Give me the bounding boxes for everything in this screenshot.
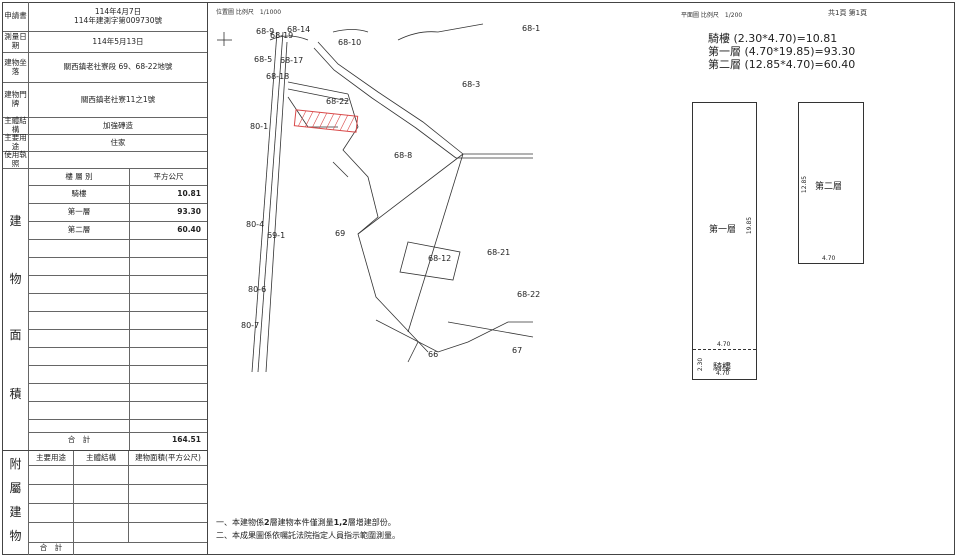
- attached-col-area: 建物面積(平方公尺): [135, 452, 201, 462]
- applicant-date: 114年4月7日: [94, 6, 142, 16]
- map-label: 68-3: [462, 80, 481, 89]
- location-label: 建物坐落: [4, 57, 27, 76]
- left-panel-divider: [207, 2, 208, 555]
- applicant-value: 114年4月7日 114年建測字第009730號: [29, 2, 207, 31]
- floor1-width-dim: 4.70: [717, 341, 731, 348]
- attached-col-use: 主要用途: [36, 452, 66, 462]
- attached-side-char-1: 附: [9, 457, 22, 472]
- applicant-number: 114年建測字第009730號: [74, 15, 162, 25]
- map-label: 66: [428, 350, 439, 359]
- attached-col-structure: 主體結構: [86, 452, 116, 462]
- note-2: 二、本成果圖係依囑託法院指定人員指示範圍測量。: [216, 531, 400, 540]
- map-label: 68-10: [338, 38, 362, 47]
- attached-side-char-3: 建: [9, 505, 22, 520]
- license-label: 使用執照: [4, 150, 27, 168]
- arcade-label: 騎樓: [713, 363, 732, 373]
- map-label: 69-1: [267, 231, 286, 240]
- map-label: 68-22: [326, 97, 350, 106]
- location-value: 關西鎮老社寮段 69、68-22地號: [63, 62, 173, 72]
- use-label: 主要用途: [4, 133, 27, 151]
- arcade-width-dim: 4.70: [716, 370, 730, 377]
- license-value: [29, 152, 207, 168]
- area-total-label: 合 計: [67, 435, 91, 445]
- floor1-label: 第一層: [709, 225, 737, 235]
- attached-side-char-2: 屬: [9, 481, 22, 496]
- survey-date-label: 測量日期: [4, 32, 27, 50]
- area-value-second: 60.40: [177, 225, 201, 235]
- floor-row-first: 第一層: [67, 207, 91, 217]
- note-1: 一、本建物係2層建物本件僅測量1,2層增建部份。: [216, 518, 396, 527]
- floor-row-second: 第二層: [67, 225, 91, 235]
- structure-label: 主體結構: [4, 116, 27, 134]
- survey-date-value: 114年5月13日: [92, 36, 144, 46]
- attached-side-char-4: 物: [9, 529, 22, 544]
- map-label: 68-21: [487, 248, 511, 257]
- map-label: 68-5: [254, 55, 273, 64]
- target-building-hatch: [293, 109, 359, 133]
- area-side-char-3: 面: [9, 328, 22, 343]
- map-label: 80-6: [248, 285, 267, 294]
- unit-header: 平方公尺: [153, 171, 184, 181]
- map-label: 68-1: [522, 24, 541, 33]
- area-calc-first: 第一層 (4.70*19.85)=93.30: [708, 45, 856, 58]
- area-value-arcade: 10.81: [177, 189, 201, 199]
- floor-row-arcade: 騎樓: [71, 189, 87, 199]
- arcade-depth-dim: 2.30: [697, 357, 705, 372]
- area-side-char-1: 建: [9, 214, 22, 229]
- use-value: 住家: [110, 137, 126, 147]
- attached-total-label: 合 計: [39, 543, 63, 553]
- floor2-width-dim: 4.70: [822, 255, 836, 262]
- map-label: 68-19: [270, 31, 294, 40]
- area-side-char-4: 積: [9, 387, 22, 402]
- map-label: 68-9: [256, 27, 275, 36]
- map-label: 67: [512, 346, 523, 355]
- area-total-value: 164.51: [172, 435, 201, 445]
- map-label: 80-4: [246, 220, 265, 229]
- map-label: 68-22: [517, 290, 541, 299]
- map-label: 69: [335, 229, 346, 238]
- floor-header: 樓 層 別: [65, 171, 93, 181]
- map-label: 80-1: [250, 122, 269, 131]
- area-calc-second: 第二層 (12.85*4.70)=60.40: [708, 58, 856, 71]
- map-label: 68-18: [266, 72, 290, 81]
- location-map: [217, 23, 534, 373]
- arcade-divider: [693, 349, 756, 350]
- floor1-length-dim: 19.85: [746, 216, 754, 235]
- address-value: 關西鎮老社寮11之1號: [80, 94, 156, 104]
- location-map-header: 位置圖 比例尺 1/1000: [216, 9, 282, 16]
- address-label: 建物門牌: [4, 90, 27, 108]
- map-label: 68-12: [428, 254, 452, 263]
- map-label: 80-7: [241, 321, 260, 330]
- map-label: 68-14: [287, 25, 311, 34]
- applicant-label: 申請書: [4, 11, 27, 21]
- area-calc-arcade: 騎樓 (2.30*4.70)=10.81: [708, 32, 838, 45]
- floor2-length-dim: 12.85: [801, 175, 809, 194]
- map-label: 68-8: [394, 151, 413, 160]
- area-side-char-2: 物: [9, 272, 22, 287]
- area-value-first: 93.30: [177, 207, 201, 217]
- floor-plan-header: 平面圖 比例尺 1/200: [681, 12, 743, 19]
- page-indicator: 共1頁 第1頁: [828, 9, 868, 17]
- floor-plan-first: [692, 102, 757, 380]
- structure-value: 加強磚造: [103, 120, 133, 130]
- map-label: 68-17: [280, 56, 304, 65]
- floor2-label: 第二層: [815, 182, 843, 192]
- floor-plan-second: [798, 102, 864, 264]
